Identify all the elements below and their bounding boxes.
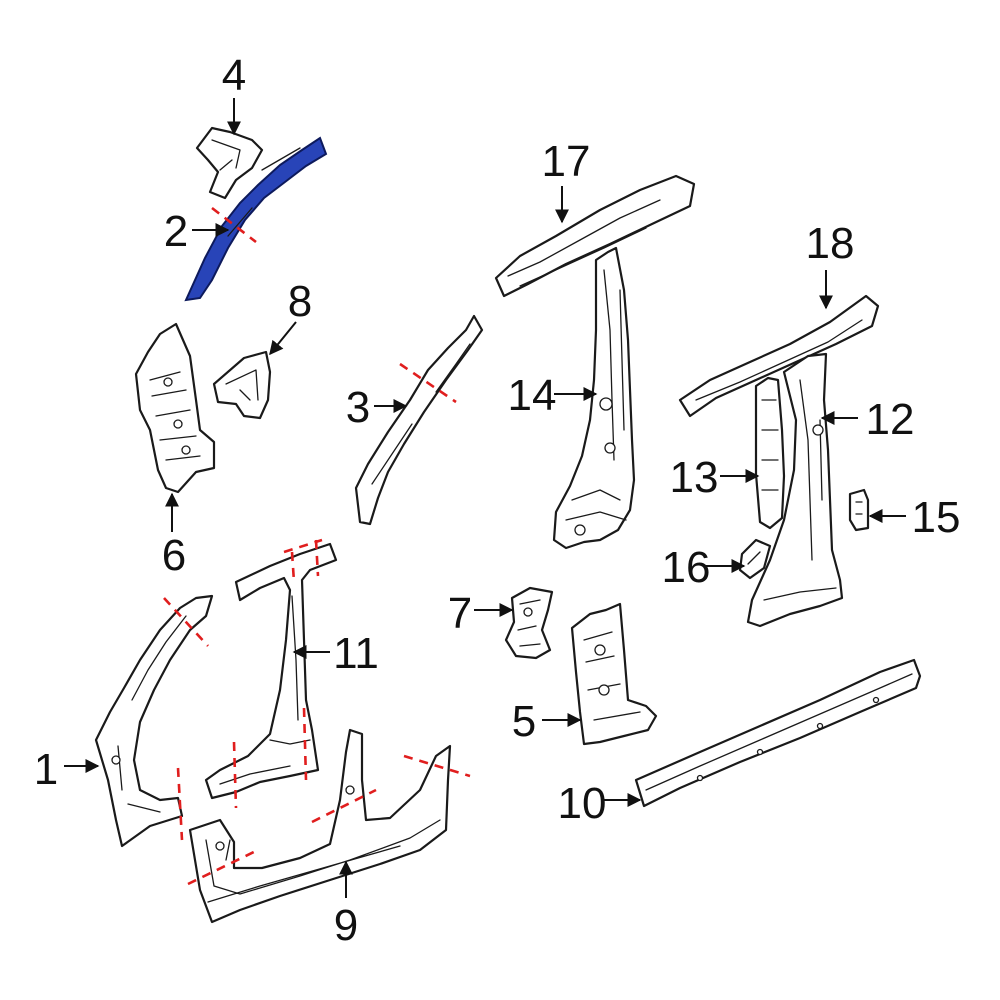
part-1-body-side-front[interactable]: [94, 594, 214, 848]
part-7-bracket[interactable]: [504, 586, 554, 660]
part-11-center-pillar-body-side[interactable]: [204, 542, 338, 800]
callout-2: 2: [164, 207, 188, 256]
part-14-center-pillar-outer[interactable]: [552, 246, 636, 550]
part-9-rocker-panel[interactable]: [188, 728, 452, 924]
callout-15: 15: [912, 493, 961, 542]
part-6-inner-pillar[interactable]: [134, 322, 216, 494]
callout-10: 10: [558, 779, 607, 828]
callouts: 4 2 8 6 3 17 14 18 12 13 15 16 7 5 1 11 …: [34, 51, 961, 950]
part-8-gusset[interactable]: [212, 350, 272, 420]
callout-11: 11: [333, 629, 379, 678]
callout-7: 7: [448, 589, 472, 638]
callout-1: 1: [34, 745, 58, 794]
callout-14: 14: [508, 371, 557, 420]
part-4-bracket[interactable]: [195, 126, 264, 200]
part-17-roof-rail[interactable]: [494, 174, 696, 298]
callout-5: 5: [512, 697, 536, 746]
callout-18: 18: [806, 219, 855, 268]
callout-6: 6: [162, 531, 186, 580]
cut-lines: [163, 206, 471, 886]
part-12-center-pillar-inner[interactable]: [746, 352, 844, 628]
callout-8: 8: [288, 277, 312, 326]
part-5-lower-pillar[interactable]: [570, 602, 658, 746]
callout-17: 17: [542, 137, 591, 186]
callout-12: 12: [866, 395, 915, 444]
part-3-pillar-reinforcement[interactable]: [354, 314, 484, 526]
callout-4: 4: [222, 51, 246, 100]
part-2-windshield-pillar-highlighted[interactable]: [184, 136, 328, 302]
leader-lines: [64, 98, 906, 898]
callout-13: 13: [670, 453, 719, 502]
callout-3: 3: [346, 383, 370, 432]
part-18-roof-rail-rear[interactable]: [678, 294, 880, 418]
callout-16: 16: [662, 543, 711, 592]
part-10-rocker-reinforcement[interactable]: [634, 658, 922, 808]
callout-9: 9: [334, 901, 358, 950]
part-13-inner-pillar-strip[interactable]: [754, 376, 786, 530]
part-15-patch[interactable]: [848, 488, 870, 532]
